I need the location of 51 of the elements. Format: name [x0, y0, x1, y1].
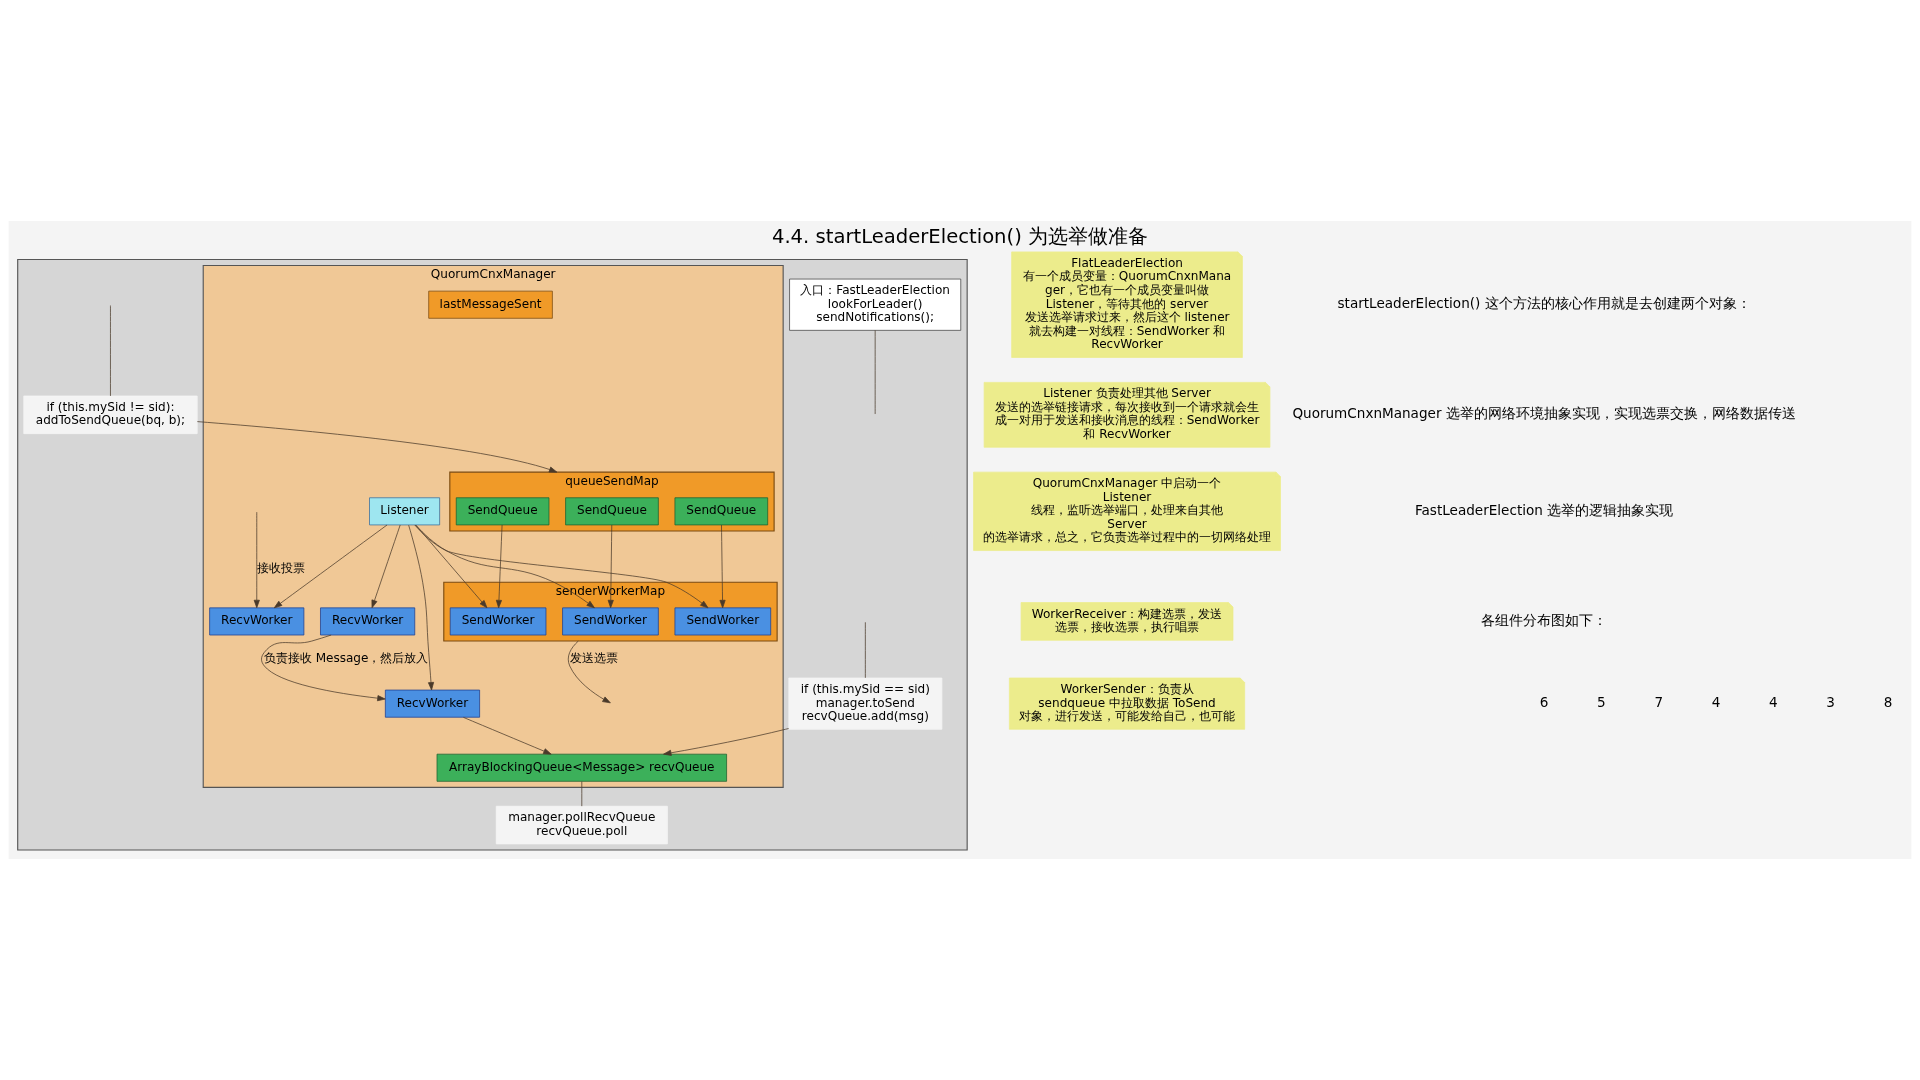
- node-box: RecvWorker: [209, 607, 305, 636]
- connector: [110, 305, 111, 397]
- arrow: [408, 524, 434, 691]
- node-box: Listener: [369, 497, 441, 526]
- node-box: if (this.mySid == sid) manager.toSend recvQueue.add(msg): [788, 677, 943, 730]
- label: 8: [1883, 693, 1893, 710]
- arrow: [567, 640, 611, 704]
- label: 3: [1826, 693, 1835, 710]
- arrow: [663, 728, 789, 756]
- node-box: manager.pollRecvQueue recvQueue.poll: [495, 805, 668, 845]
- edge-label: 发送选票: [569, 651, 618, 666]
- label: 4: [1711, 693, 1721, 710]
- label: 4: [1769, 693, 1778, 710]
- node-box: RecvWorker: [384, 689, 480, 718]
- node-box: SendQueue: [565, 497, 659, 526]
- label: FastLeaderElection 选举的逻辑抽象实现: [1414, 501, 1674, 518]
- label: 7: [1654, 693, 1664, 710]
- arrow: [415, 524, 595, 609]
- label: 各组件分布图如下：: [1481, 611, 1608, 628]
- node-box: SendWorker: [449, 607, 547, 636]
- connector: [874, 330, 876, 415]
- node-box: RecvWorker: [320, 607, 416, 636]
- node-box: SendQueue: [455, 497, 550, 526]
- arrow: [414, 524, 709, 609]
- connector: [865, 621, 866, 679]
- arrow: [196, 421, 558, 473]
- edge-label: 负责接收 Message，然后放入: [263, 651, 429, 666]
- cluster: [17, 258, 968, 851]
- label: 6: [1539, 693, 1549, 710]
- arrow: [495, 524, 503, 609]
- node-box: SendQueue: [674, 497, 769, 526]
- arrow: [463, 717, 552, 755]
- node-box: 入口：FastLeaderElection lookForLeader() sendNotifications();: [789, 278, 962, 331]
- node-box: SendWorker: [562, 607, 659, 636]
- node-box: SendWorker: [674, 607, 772, 636]
- label: 5: [1597, 693, 1606, 710]
- arrow: [607, 524, 614, 609]
- edge-label: 接收投票: [256, 561, 305, 576]
- arrow: [253, 511, 260, 609]
- arrow: [273, 524, 388, 609]
- arrow: [719, 524, 726, 609]
- label: QuorumCnxnManager 选举的网络环境抽象实现，实现选票交换，网络数据传送: [1292, 405, 1796, 422]
- arrow: [371, 524, 401, 609]
- node-box: if (this.mySid != sid): addToSendQueue(bq, b);: [23, 395, 198, 435]
- arrow: [415, 524, 488, 609]
- connector: [581, 781, 583, 807]
- diagram-title: 4.4. startLeaderElection() 为选举做准备: [771, 224, 1149, 248]
- label: startLeaderElection() 这个方法的核心作用就是去创建两个对象：: [1337, 295, 1751, 312]
- node-box: ArrayBlockingQueue<Message> recvQueue: [436, 753, 727, 782]
- arrow: [261, 634, 386, 702]
- node-box: lastMessageSent: [428, 290, 553, 319]
